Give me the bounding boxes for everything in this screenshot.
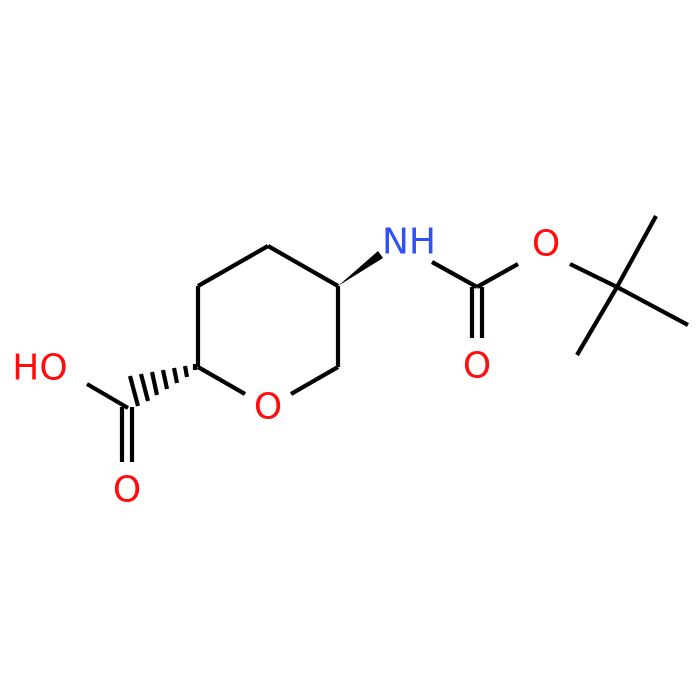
ester-oxygen-label: O [532,224,560,265]
bond-tbu-methyl-top [615,214,658,289]
bond-c4-c5 [266,244,340,288]
ring-oxygen-label: O [254,387,282,428]
bond-carbamate-c-ester-o [475,262,520,289]
bond-tbu-methyl-right [616,285,689,327]
bond-c6-ring-o [289,365,340,396]
acid-carbonyl-oxygen-label: O [113,470,141,511]
bond-tbu-methyl-bottom [575,285,619,357]
hydroxyl-label: HO [12,348,67,389]
bond-ring-o-c2 [196,365,247,396]
bond-n-carbamate-c [430,260,479,289]
solid-wedge-bond [338,251,383,286]
bond-ester-o-quaternary-c [569,262,618,289]
bond-c3-c4 [196,244,270,288]
amine-nh-label: NH [382,222,436,263]
bond-carboxyl-c-oh [85,382,130,410]
hashed-wedge-bond [127,364,198,407]
carbamate-carbonyl-oxygen-label: O [463,346,491,387]
